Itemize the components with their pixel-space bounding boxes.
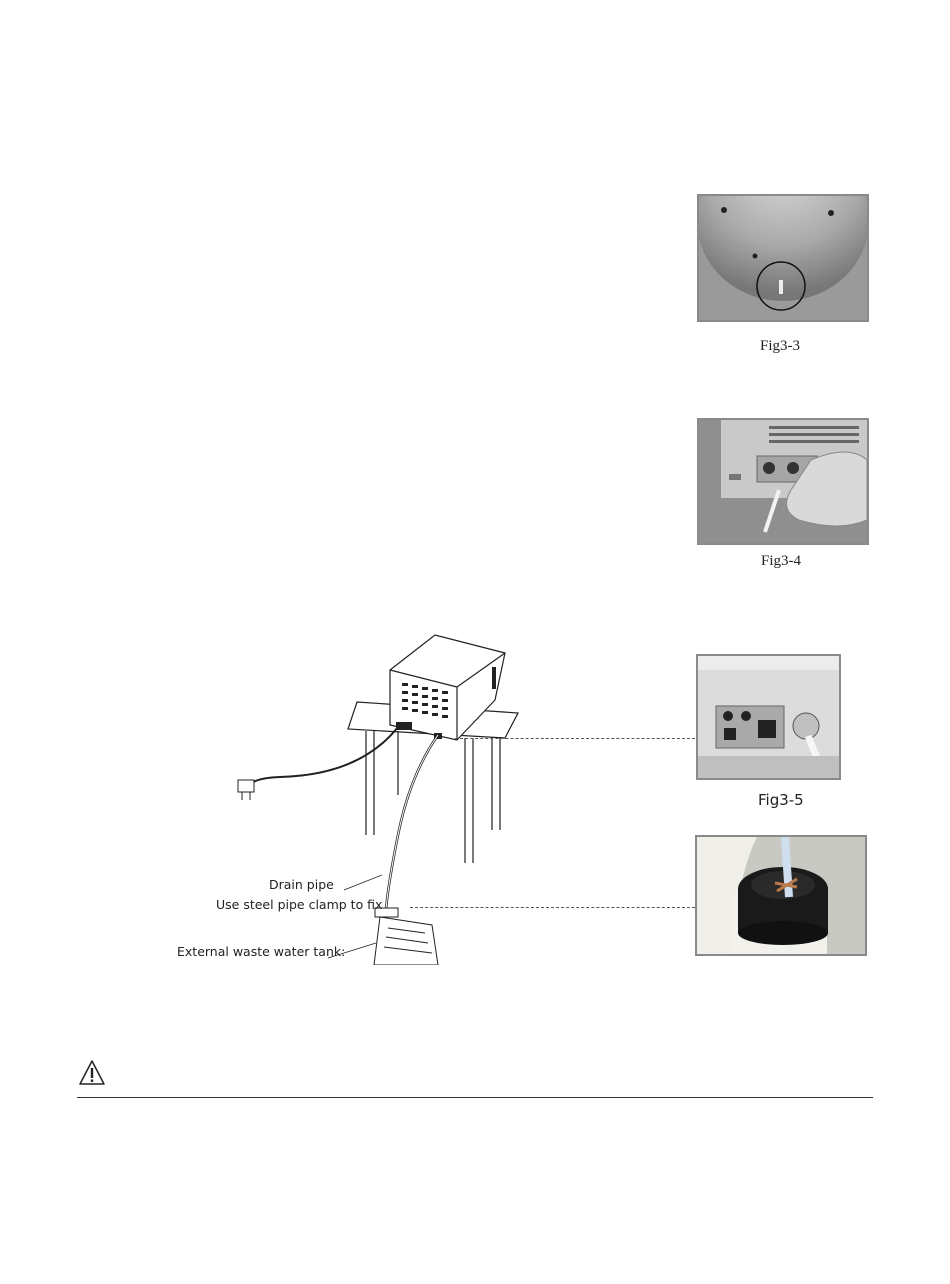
fig3-5-photo [696,654,841,780]
waste-tank-label: External waste water tank: [177,944,345,959]
warning-divider [77,1097,873,1098]
fig3-3-caption: Fig3-3 [760,338,800,355]
pipe-clamp-label: Use steel pipe clamp to fix [216,897,382,912]
fig3-3-photo [697,194,869,322]
warning-triangle-icon [78,1059,106,1087]
fig3-4-caption: Fig3-4 [761,553,801,570]
fig3-4-photo [697,418,869,545]
fig3-5-caption: Fig3-5 [758,791,804,809]
waste-tank-cap-photo [695,835,867,956]
connector-line-tank [410,907,695,909]
connector-line-fig3-5 [455,738,695,740]
drain-pipe-label: Drain pipe [269,877,334,892]
drain-installation-diagram [170,625,530,965]
